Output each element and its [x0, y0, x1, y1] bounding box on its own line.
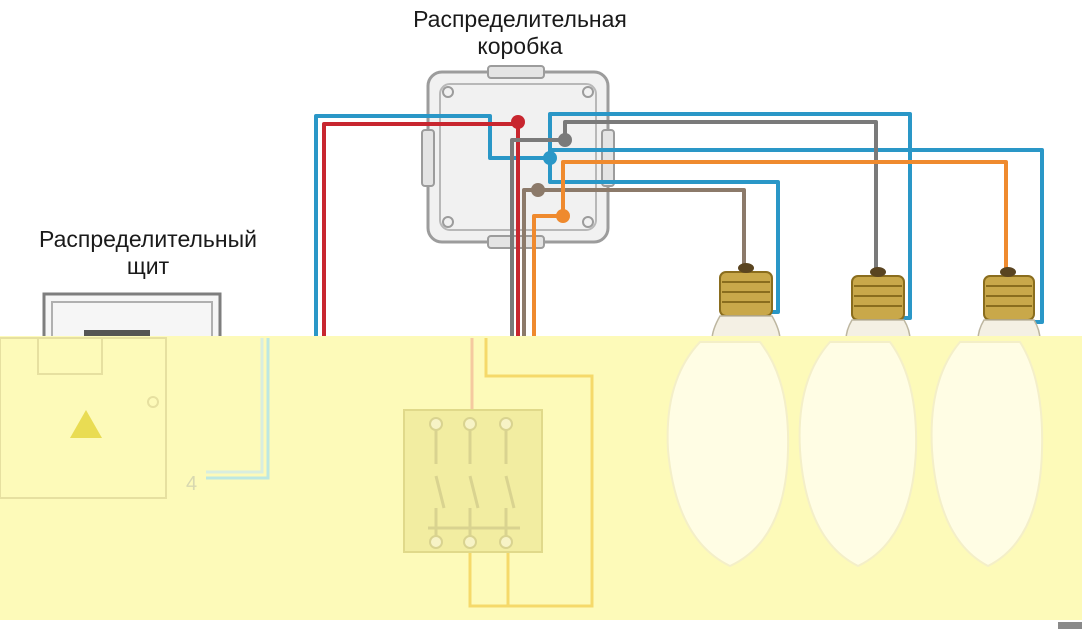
junction-box-title-line2: коробка [477, 33, 563, 59]
lamp-2 [845, 267, 911, 341]
bulb-glass [666, 341, 1044, 568]
panel-title-line2: щит [126, 253, 170, 279]
panel-title-line1: Распределительный [39, 226, 257, 252]
neutral-wire-lamp-2 [548, 112, 912, 320]
faded-wires [206, 338, 594, 608]
phase-wire-panel [322, 122, 518, 338]
junction-box-title: Распределительная коробка [370, 6, 670, 60]
panel-title: Распределительный щит [0, 226, 296, 280]
neutral-wire-lamp-3 [548, 148, 1044, 324]
panel-lower [0, 337, 167, 499]
triple-switch [403, 409, 543, 553]
lamp-wire-2 [510, 138, 565, 338]
lamp-3 [977, 267, 1041, 341]
junction-box-title-line1: Распределительная [413, 6, 627, 32]
junction-dots [511, 115, 572, 223]
lamp-wire-3 [532, 214, 563, 338]
corner-mark [1058, 622, 1082, 629]
wire-count-label: 4 [186, 473, 197, 495]
warning-triangle-icon [70, 410, 102, 438]
lamp-1 [711, 263, 781, 341]
